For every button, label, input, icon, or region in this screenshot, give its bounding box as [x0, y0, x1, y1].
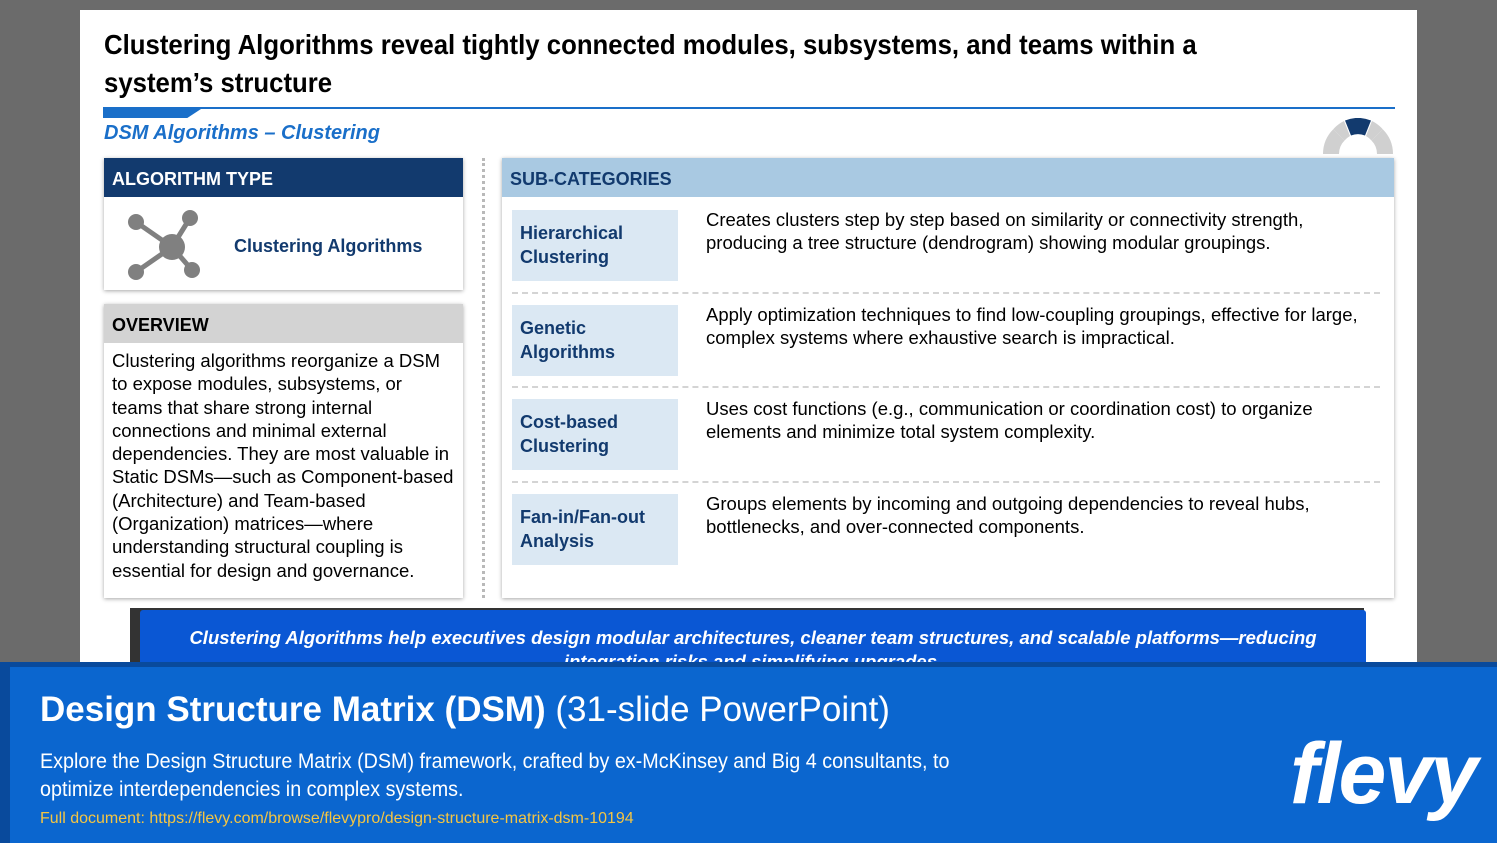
subcategory-label: Cost-based Clustering [512, 399, 678, 470]
subcategory-description: Creates clusters step by step based on s… [706, 209, 1304, 254]
subcategory-label: Genetic Algorithms [512, 305, 678, 376]
gauge-icon [1323, 118, 1393, 154]
title-divider-accent [103, 109, 201, 118]
overview-panel: OVERVIEW Clustering algorithms reorganiz… [104, 304, 463, 598]
algorithm-type-panel: ALGORITHM TYPE Clustering Algorithms [104, 158, 463, 290]
row-separator [512, 481, 1380, 483]
subcategory-description: Groups elements by incoming and outgoing… [706, 493, 1310, 538]
column-divider [482, 158, 485, 598]
subcategories-panel: SUB-CATEGORIES Hierarchical Clustering C… [502, 158, 1394, 598]
promo-banner: Design Structure Matrix (DSM) (31-slide … [0, 662, 1497, 843]
banner-title: Design Structure Matrix (DSM) (31-slide … [40, 690, 890, 730]
title-divider [103, 107, 1395, 109]
subcategory-description: Apply optimization techniques to find lo… [706, 304, 1358, 349]
row-separator [512, 386, 1380, 388]
banner-title-light: (31-slide PowerPoint) [555, 690, 890, 729]
logo-text: flevy [1290, 726, 1478, 822]
slide-subtitle: DSM Algorithms – Clustering [104, 122, 380, 144]
subcategory-description: Uses cost functions (e.g., communication… [706, 398, 1313, 443]
subcategory-label: Fan-in/Fan-out Analysis [512, 494, 678, 565]
banner-top-edge [0, 662, 1497, 667]
network-hub-icon [128, 210, 200, 280]
banner-left-edge [0, 662, 10, 843]
row-separator [512, 292, 1380, 294]
algorithm-type-header: ALGORITHM TYPE [104, 158, 463, 197]
flevy-logo[interactable]: flevy [1290, 724, 1478, 824]
banner-title-bold: Design Structure Matrix (DSM) [40, 690, 546, 729]
subcategories-header: SUB-CATEGORIES [502, 158, 1394, 197]
document-link[interactable]: Full document: https://flevy.com/browse/… [40, 810, 634, 827]
overview-text: Clustering algorithms reorganize a DSM t… [112, 350, 454, 581]
subcategory-label: Hierarchical Clustering [512, 210, 678, 281]
algorithm-name: Clustering Algorithms [234, 236, 423, 256]
slide-title: Clustering Algorithms reveal tightly con… [104, 29, 1197, 98]
banner-description: Explore the Design Structure Matrix (DSM… [40, 750, 950, 801]
overview-header: OVERVIEW [104, 304, 463, 343]
slide: Clustering Algorithms reveal tightly con… [80, 10, 1417, 690]
